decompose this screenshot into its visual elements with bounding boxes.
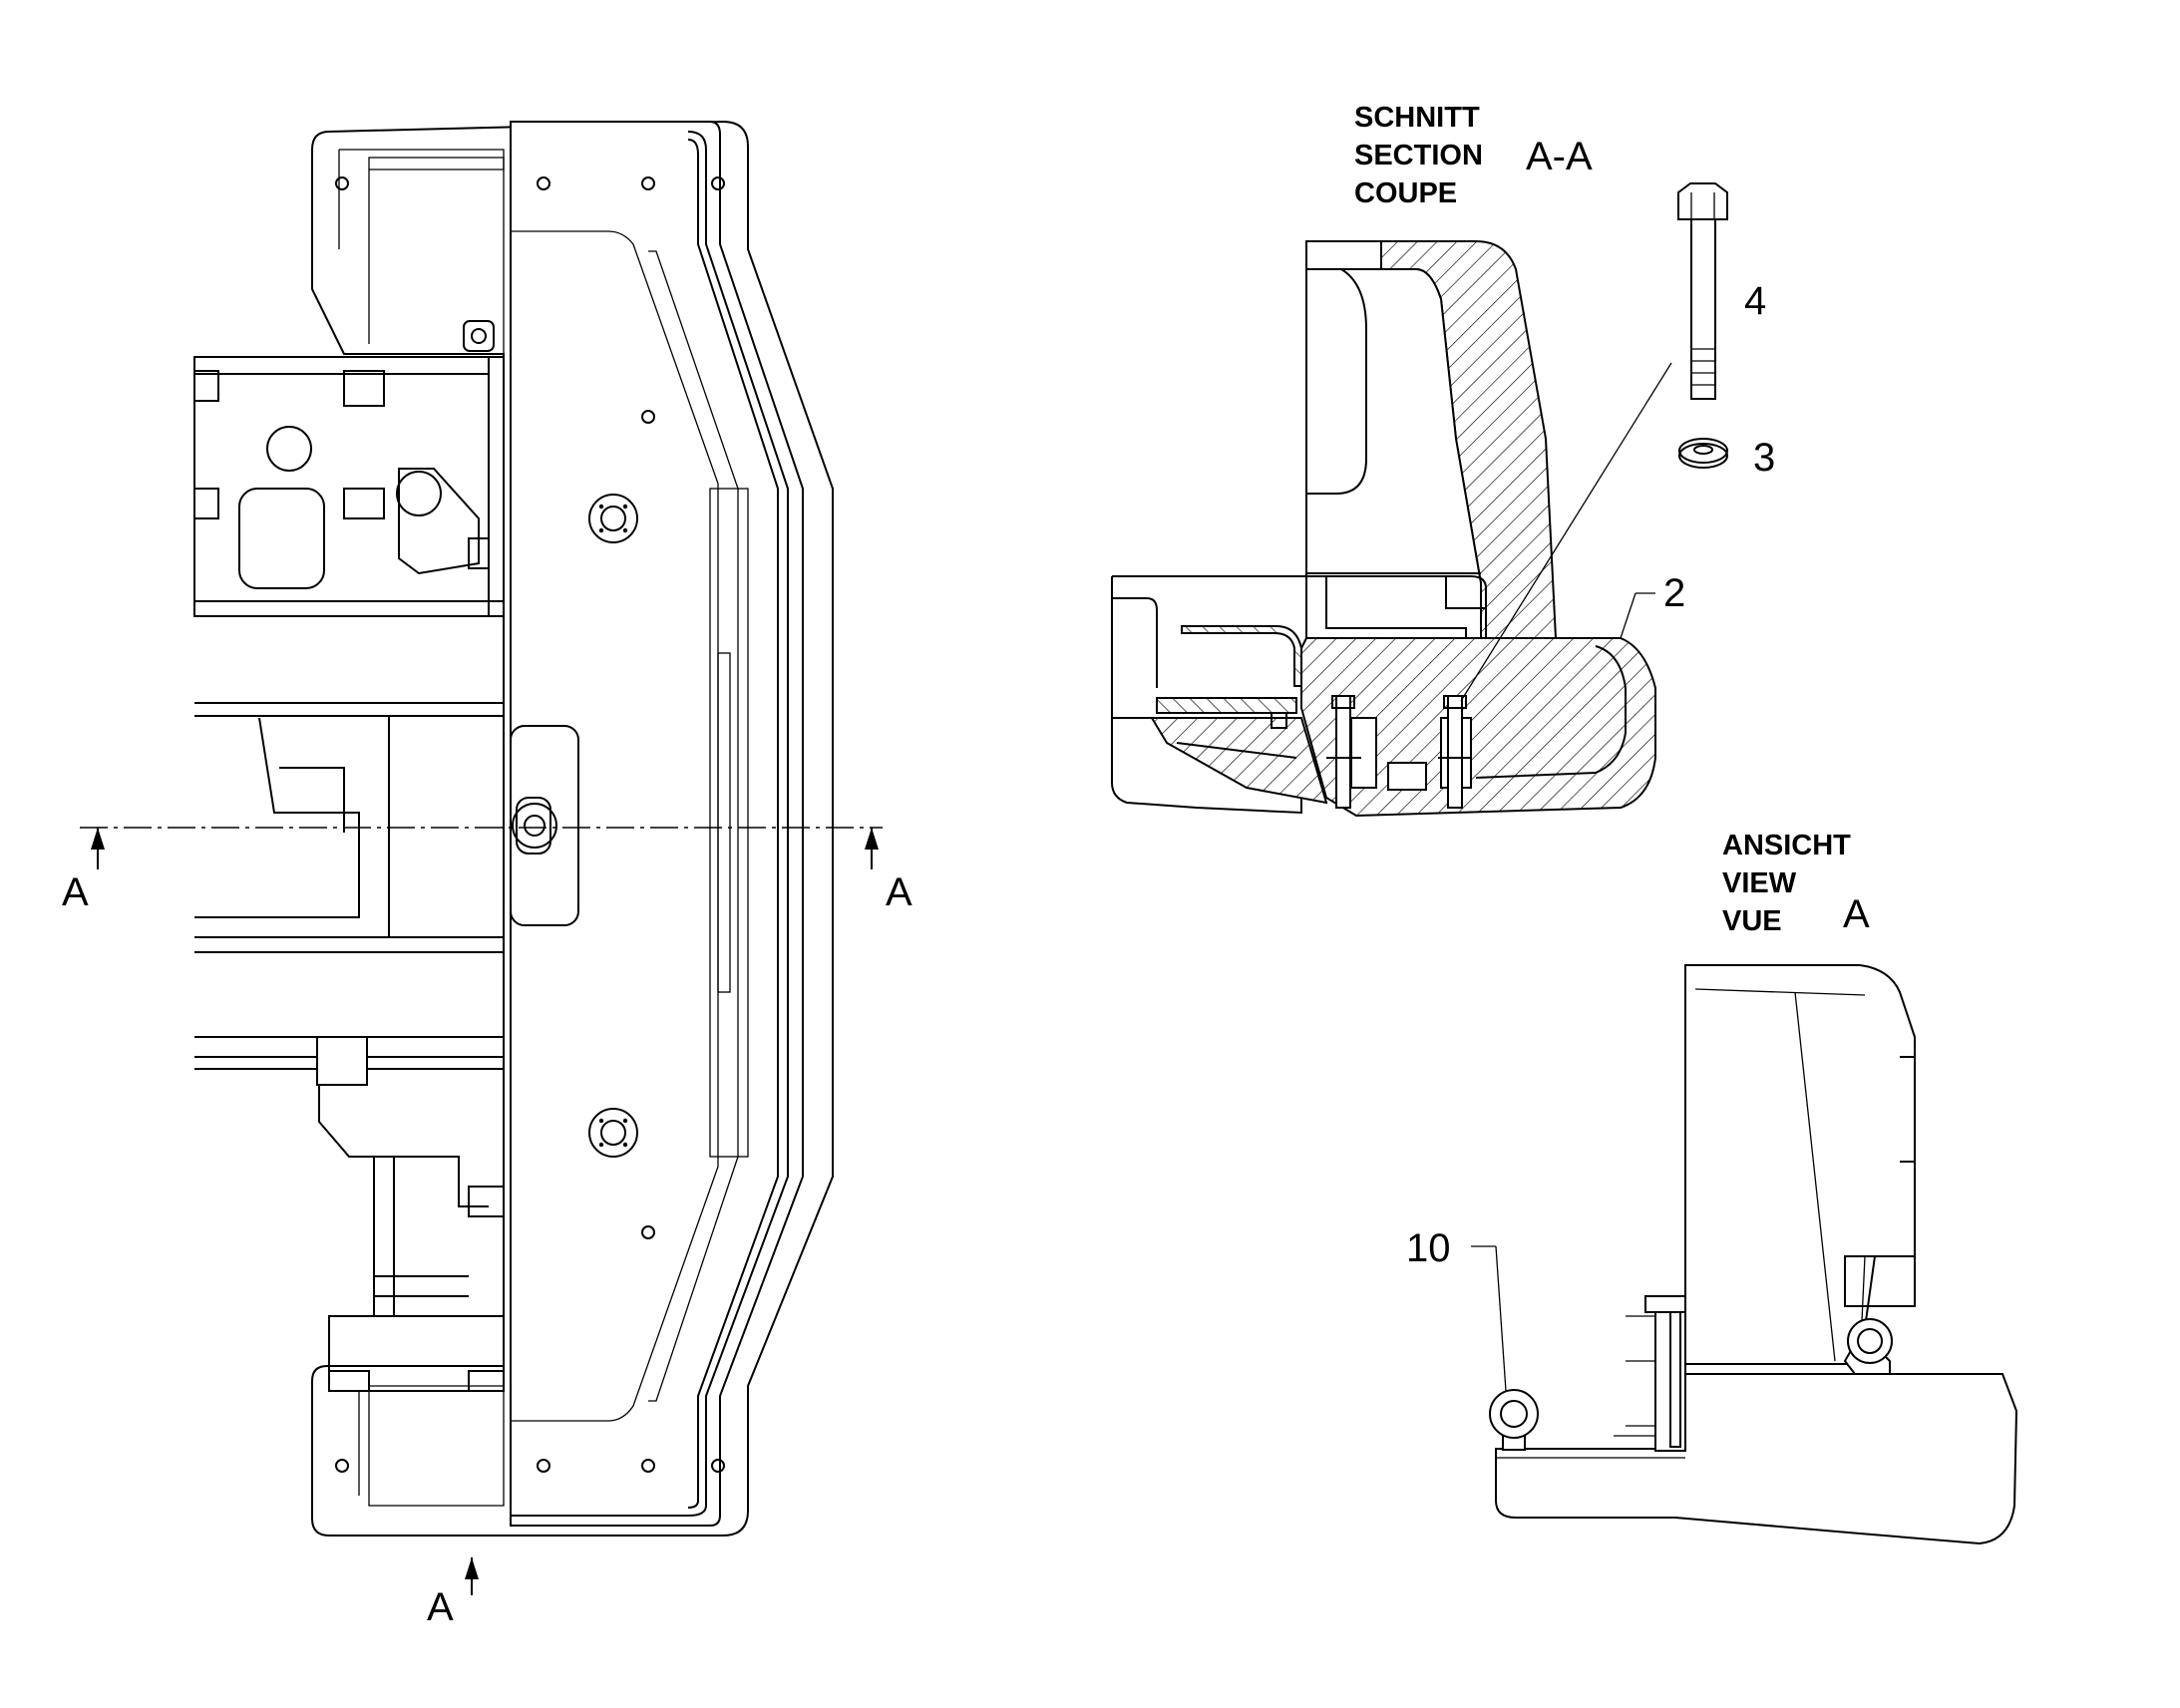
washer-part xyxy=(1678,438,1728,469)
lifting-point-upper xyxy=(588,494,638,543)
counterweight-base xyxy=(1495,1373,2018,1545)
top-view: A A A xyxy=(62,120,912,1629)
section-heading-line2: SECTION xyxy=(1354,140,1483,171)
callout-counterweight: 2 xyxy=(1663,571,1685,615)
cut-marker-left: A xyxy=(62,828,105,914)
cut-marker-right-label: A xyxy=(886,870,912,914)
section-heading-line3: COUPE xyxy=(1354,177,1457,209)
cut-marker-right: A xyxy=(865,828,912,914)
side-view: ANSICHT VIEW VUE A 10 xyxy=(1406,830,2018,1545)
bolt-part xyxy=(1677,182,1728,400)
counterweight-outline xyxy=(311,120,834,1537)
cut-marker-left-label: A xyxy=(62,870,89,914)
counterweight-body xyxy=(510,121,804,1527)
view-heading-line3: VUE xyxy=(1722,905,1782,937)
view-marker-bottom: A xyxy=(427,1557,479,1629)
callout-bolt: 4 xyxy=(1744,279,1766,323)
view-heading-name: A xyxy=(1843,892,1870,936)
mount-holes xyxy=(335,176,725,1473)
eye-bolt-part xyxy=(1489,1389,1539,1451)
chassis-frame xyxy=(193,320,505,1392)
view-marker-bottom-label: A xyxy=(427,1585,454,1629)
view-heading-line2: VIEW xyxy=(1722,867,1797,899)
callout-eye-bolt: 10 xyxy=(1406,1226,1451,1270)
section-view: SCHNITT SECTION COUPE A-A xyxy=(1111,102,1775,818)
callout-washer: 3 xyxy=(1753,436,1775,480)
section-heading-name: A-A xyxy=(1526,135,1593,178)
lifting-point-lower xyxy=(588,1108,638,1158)
view-heading-line1: ANSICHT xyxy=(1722,830,1851,861)
section-heading-line1: SCHNITT xyxy=(1354,102,1480,134)
